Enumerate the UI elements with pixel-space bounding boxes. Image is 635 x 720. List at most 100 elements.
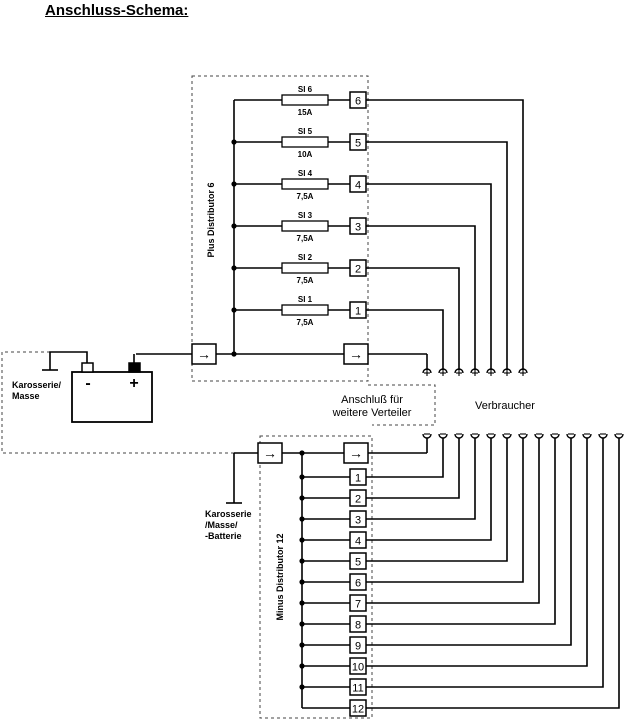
consumer-minus-connector-4 <box>486 433 496 439</box>
consumer-plus-wire-1 <box>366 309 444 370</box>
verbraucher-label: Verbraucher <box>475 400 535 412</box>
fuse-5 <box>281 136 329 148</box>
karosserie-masse-batterie-label-1: /Masse/ <box>205 520 238 530</box>
consumer-minus-wire-3 <box>366 438 476 520</box>
plus-terminal-1 <box>349 301 367 319</box>
plus-input-arrow-box-arrow: → <box>197 346 211 362</box>
minus-terminal-11-label: 11 <box>352 683 363 695</box>
consumer-minus-connector-11 <box>598 433 608 439</box>
consumer-plus-connector-3 <box>470 368 480 374</box>
minus-terminal-8 <box>349 615 367 633</box>
minus-input-arrow-box-arrow: → <box>263 445 277 461</box>
minus-terminal-3 <box>349 510 367 528</box>
consumer-plus-wire-3 <box>366 225 476 370</box>
plus-busbar-junction <box>231 351 237 357</box>
minus-terminal-8-junction <box>299 621 305 627</box>
components <box>71 91 624 717</box>
minus-terminal-12-label: 12 <box>352 704 364 716</box>
fuse-5-name: SI 5 <box>298 127 313 136</box>
consumer-minus-connector-8 <box>550 433 560 439</box>
page-title: Anschluss-Schema: <box>45 2 189 19</box>
minus-terminal-5-label: 5 <box>355 557 361 569</box>
consumer-plus-connector-1 <box>438 368 448 374</box>
minus-terminal-4-label: 4 <box>355 536 361 548</box>
minus-terminal-2-junction <box>299 495 305 501</box>
minus-terminal-5 <box>349 552 367 570</box>
battery-plus-pole <box>128 362 141 373</box>
consumer-minus-wire-2 <box>366 438 460 499</box>
plus-expansion-arrow-box-arrow: → <box>349 346 363 362</box>
consumer-minus-wire-7 <box>366 438 540 604</box>
fuse-3-rating: 7,5A <box>297 234 314 243</box>
fuse-5-rating: 10A <box>298 150 313 159</box>
fuse-2-junction <box>231 265 237 271</box>
minus-terminal-1-label: 1 <box>355 473 361 485</box>
karosserie-masse-label-0: Karosserie/ <box>12 380 62 390</box>
consumer-minus-wire-4 <box>366 438 492 541</box>
ground-dashed-line <box>1 351 266 454</box>
consumer-plus-connector-4 <box>486 368 496 374</box>
consumer-minus-connector-6 <box>518 433 528 439</box>
fuse-5-junction <box>231 139 237 145</box>
minus-terminal-1-junction <box>299 474 305 480</box>
minus-terminal-5-junction <box>299 558 305 564</box>
fuse-3 <box>281 220 329 232</box>
fuse-3-junction <box>231 223 237 229</box>
minus-terminal-2-label: 2 <box>355 494 361 506</box>
fuse-2 <box>281 262 329 274</box>
consumer-minus-connector-2 <box>454 433 464 439</box>
battery-minus-label: - <box>85 375 90 392</box>
minus-terminal-11-junction <box>299 684 305 690</box>
consumer-minus-wire-11 <box>366 438 604 688</box>
fuse-6-name: SI 6 <box>298 85 313 94</box>
fuse-2-rating: 7,5A <box>297 276 314 285</box>
fuse-4-rating: 7,5A <box>297 192 314 201</box>
consumer-plus-connector-6 <box>518 368 528 374</box>
consumer-minus-wire-6 <box>366 438 524 583</box>
consumer-plus-wire-2 <box>366 267 460 370</box>
plus-terminal-2 <box>349 259 367 277</box>
fuse-4-name: SI 4 <box>298 169 313 178</box>
minus-terminal-1 <box>349 468 367 486</box>
minus-distributor-outline <box>259 435 373 719</box>
consumer-plus-wire-4 <box>366 183 492 370</box>
consumer-plus-connector-2 <box>454 368 464 374</box>
consumer-minus-connector-10 <box>582 433 592 439</box>
battery-plus-label: + <box>129 375 138 392</box>
battery <box>71 371 153 423</box>
minus-terminal-6-label: 6 <box>355 578 361 590</box>
minus-terminal-7-junction <box>299 600 305 606</box>
plus-terminal-2-label: 2 <box>355 264 361 276</box>
minus-terminal-12 <box>349 699 367 717</box>
minus-terminal-11 <box>349 678 367 696</box>
minus-terminal-3-junction <box>299 516 305 522</box>
plus-terminal-4-label: 4 <box>355 180 361 192</box>
fuse-3-name: SI 3 <box>298 211 313 220</box>
battery-minus-pole <box>81 362 94 373</box>
minus-terminal-2 <box>349 489 367 507</box>
plus-input-arrow-box <box>191 343 217 365</box>
karosserie-masse-label-1: Masse <box>12 391 40 401</box>
plus-terminal-5-label: 5 <box>355 138 361 150</box>
plus-terminal-4 <box>349 175 367 193</box>
karosserie-masse-batterie-label-0: Karosserie <box>205 509 252 519</box>
minus-terminal-7-label: 7 <box>355 599 361 611</box>
consumer-plus-wire-5 <box>366 141 508 370</box>
consumer-minus-wire-12 <box>366 438 620 709</box>
plus-expansion-connector <box>422 368 432 374</box>
plus-terminal-3 <box>349 217 367 235</box>
consumer-minus-wire-10 <box>366 438 588 667</box>
plus-distributor-outline <box>191 75 369 382</box>
minus-terminal-9 <box>349 636 367 654</box>
fuse-4-junction <box>231 181 237 187</box>
expansion-dashed-line <box>368 384 436 426</box>
consumer-minus-connector-3 <box>470 433 480 439</box>
fuse-1-rating: 7,5A <box>297 318 314 327</box>
minus-terminal-6 <box>349 573 367 591</box>
consumer-minus-wire-1 <box>366 438 444 478</box>
minus-busbar-junction <box>299 450 305 456</box>
fuse-1-junction <box>231 307 237 313</box>
fuse-6 <box>281 94 329 106</box>
plus-terminal-6-label: 6 <box>355 96 361 108</box>
